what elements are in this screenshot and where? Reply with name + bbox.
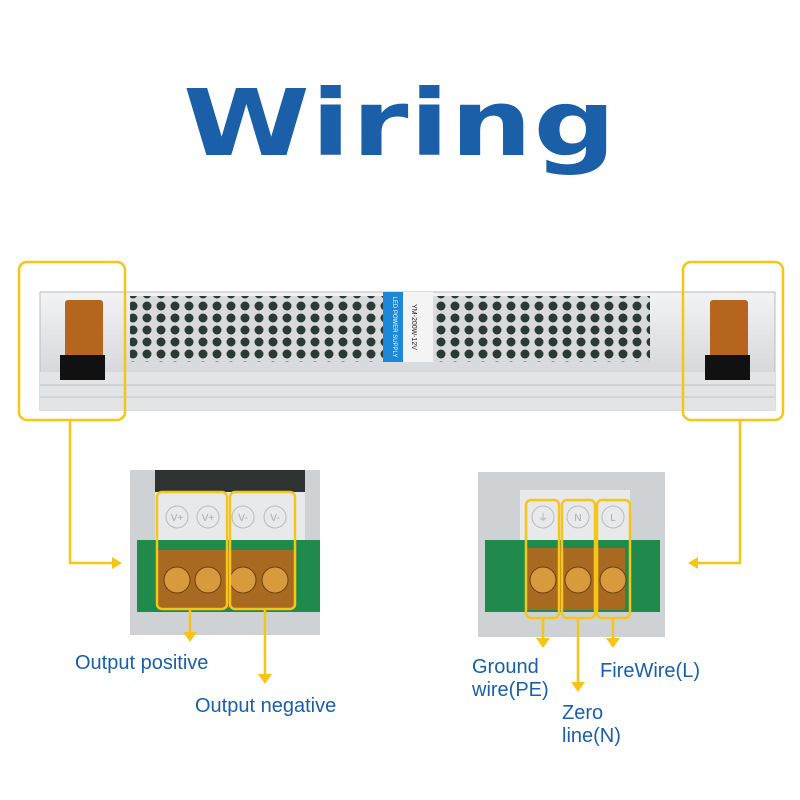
- terminal-screw: [163, 566, 191, 594]
- label-ground-line1: Ground: [472, 656, 539, 678]
- left-callout-box: [17, 260, 127, 422]
- terminal-label: N: [574, 513, 581, 524]
- terminal-marking: [601, 505, 625, 529]
- terminal-screw: [529, 566, 557, 594]
- page-title: Wiring: [182, 70, 618, 177]
- power-supply: LED POWER SUPPLY YM-200W-12V: [39, 291, 776, 411]
- right-callout-box: [681, 260, 785, 422]
- terminal-marking: [566, 505, 590, 529]
- input-terminal-detail: ⏚ N L: [478, 472, 665, 637]
- label-firewire: FireWire(L): [600, 660, 700, 682]
- label-zero-line1: Zero: [562, 702, 604, 724]
- label-output-negative: Output negative: [195, 695, 337, 717]
- terminal-label: V+: [171, 513, 184, 524]
- terminal-marking: [196, 505, 220, 529]
- svg-text:LED POWER SUPPLY: LED POWER SUPPLY: [391, 297, 397, 358]
- terminal-screw: [599, 566, 627, 594]
- label-ground-line2: wire(PE): [472, 679, 549, 701]
- terminal-label: ⏚: [538, 512, 548, 524]
- product-label: LED POWER SUPPLY YM-200W-12V: [383, 292, 433, 362]
- terminal-screw: [564, 566, 592, 594]
- terminal-label: V+: [202, 513, 215, 524]
- terminal-marking: [531, 505, 555, 529]
- terminal-label: L: [610, 513, 616, 524]
- output-terminal-detail: V+ V+ V- V-: [130, 470, 320, 635]
- terminal-marking: [263, 505, 287, 529]
- terminal-label: V-: [270, 513, 279, 524]
- svg-text:YM-200W-12V: YM-200W-12V: [410, 304, 417, 350]
- terminal-marking: [231, 505, 255, 529]
- terminal-marking: [165, 505, 189, 529]
- label-output-positive: Output positive: [75, 652, 209, 674]
- terminal-label: V-: [238, 513, 247, 524]
- terminal-screw: [261, 566, 289, 594]
- label-zero-line2: line(N): [562, 725, 621, 747]
- terminal-screw: [194, 566, 222, 594]
- terminal-screw: [229, 566, 257, 594]
